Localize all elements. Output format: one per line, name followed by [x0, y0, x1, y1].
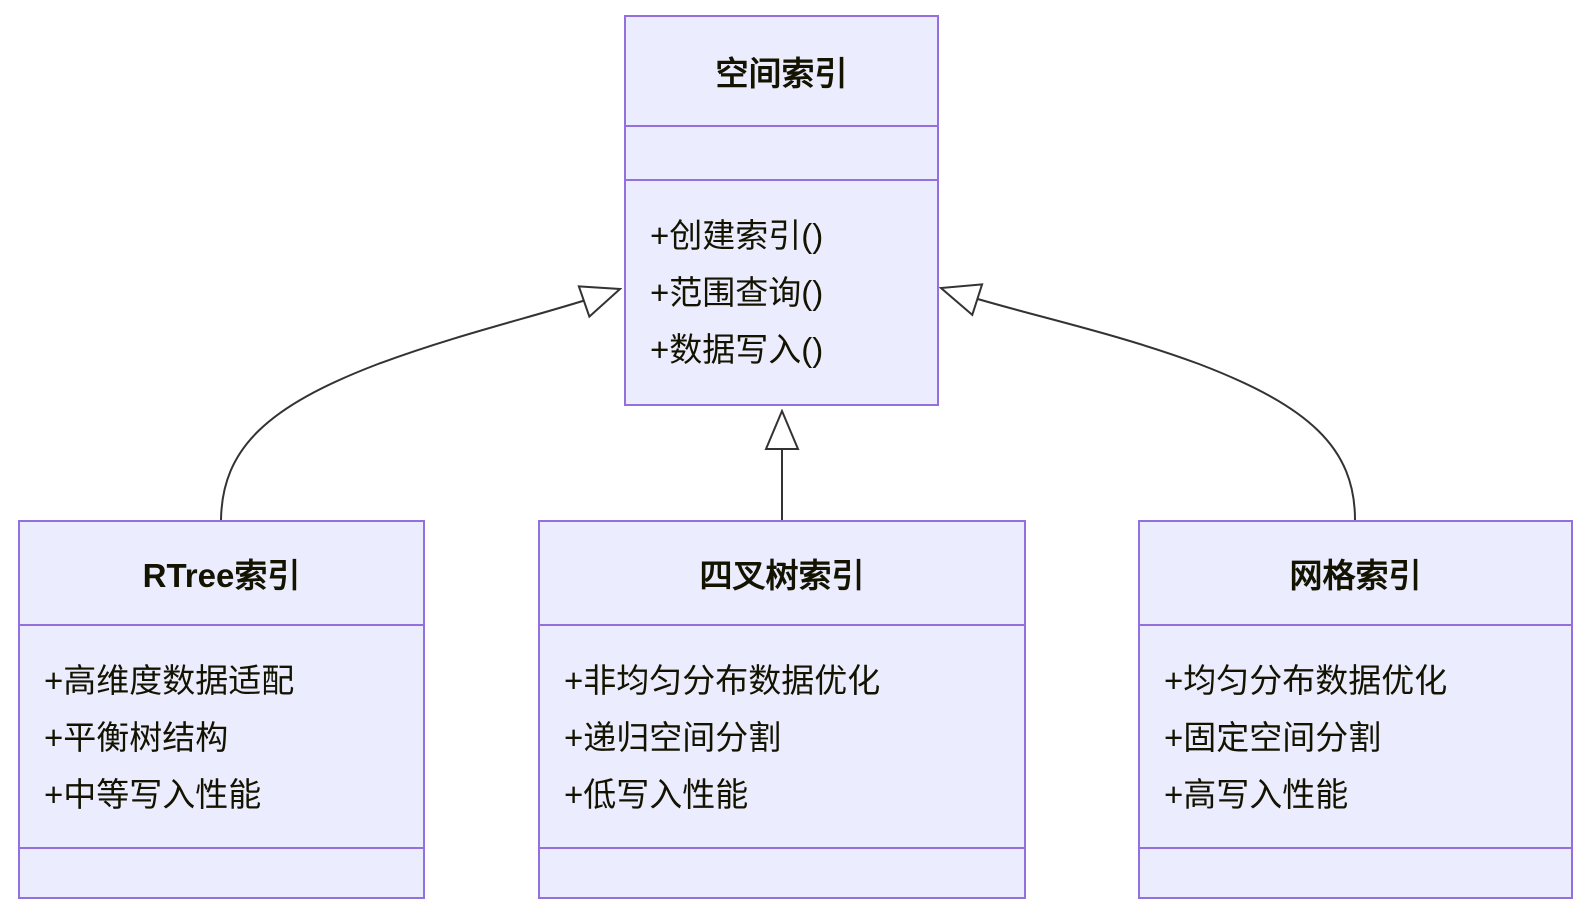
class-box-spatial-index: 空间索引 +创建索引() +范围查询() +数据写入() — [624, 15, 939, 406]
method-item: +范围查询() — [650, 274, 824, 311]
attribute-item: +高写入性能 — [1164, 776, 1349, 813]
methods-compartment-empty — [1140, 847, 1571, 897]
attribute-item: +递归空间分割 — [564, 719, 782, 756]
class-title: RTree索引 — [142, 557, 301, 594]
attribute-item: +固定空间分割 — [1164, 719, 1382, 756]
attributes-compartment: +均匀分布数据优化 +固定空间分割 +高写入性能 — [1140, 624, 1571, 847]
attribute-item: +中等写入性能 — [44, 776, 262, 813]
class-title: 四叉树索引 — [699, 557, 865, 594]
methods-compartment-empty — [540, 847, 1024, 897]
attributes-compartment-empty — [626, 125, 937, 179]
methods-compartment: +创建索引() +范围查询() +数据写入() — [626, 179, 937, 404]
class-box-rtree-index: RTree索引 +高维度数据适配 +平衡树结构 +中等写入性能 — [18, 520, 425, 899]
edge-rtree-to-spatial-index — [220, 289, 620, 521]
attribute-item: +平衡树结构 — [44, 719, 229, 756]
attribute-item: +均匀分布数据优化 — [1164, 662, 1448, 699]
method-item: +数据写入() — [650, 331, 824, 368]
attribute-item: +非均匀分布数据优化 — [564, 662, 881, 699]
attribute-item: +高维度数据适配 — [44, 662, 295, 699]
edge-grid-to-spatial-index — [941, 288, 1356, 521]
attribute-item: +低写入性能 — [564, 776, 749, 813]
class-title: 空间索引 — [715, 55, 848, 92]
attributes-compartment: +高维度数据适配 +平衡树结构 +中等写入性能 — [20, 624, 423, 847]
attributes-compartment: +非均匀分布数据优化 +递归空间分割 +低写入性能 — [540, 624, 1024, 847]
method-item: +创建索引() — [650, 217, 824, 254]
methods-compartment-empty — [20, 847, 423, 897]
class-box-quadtree-index: 四叉树索引 +非均匀分布数据优化 +递归空间分割 +低写入性能 — [538, 520, 1026, 899]
class-box-grid-index: 网格索引 +均匀分布数据优化 +固定空间分割 +高写入性能 — [1138, 520, 1573, 899]
class-title: 网格索引 — [1289, 557, 1422, 594]
